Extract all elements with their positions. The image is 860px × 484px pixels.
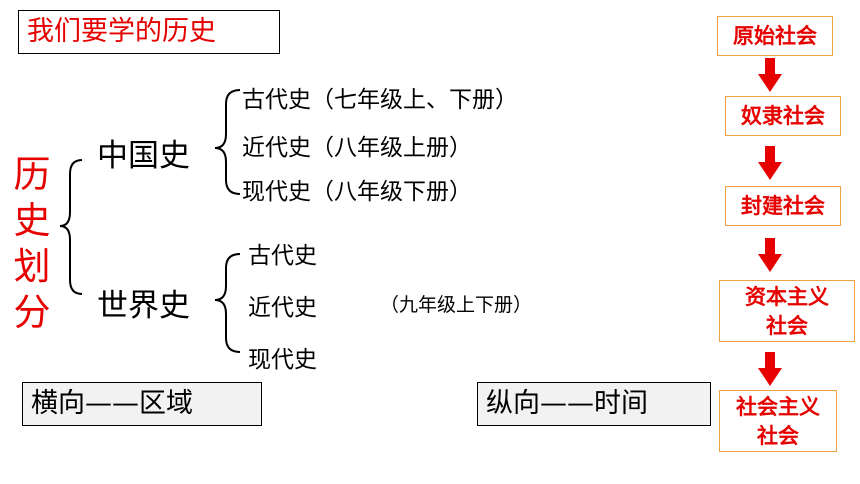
stage-label: 原始社会 [733, 24, 817, 48]
stage-socialist: 社会主义 社会 [719, 390, 837, 452]
world-item-modern: 近代史 [248, 295, 317, 321]
china-item-ancient: 古代史（七年级上、下册） [242, 87, 518, 113]
world-item-ancient: 古代史 [248, 243, 317, 269]
vertical-char: 历 [13, 153, 51, 196]
world-brace [214, 253, 241, 353]
stage-label: 奴隶社会 [741, 104, 825, 128]
down-arrow-icon [758, 352, 782, 386]
china-item-contemporary: 现代史（八年级下册） [242, 179, 472, 205]
down-arrow-icon [758, 146, 782, 180]
stage-arrows [758, 58, 782, 386]
stage-label: 封建社会 [741, 194, 825, 218]
vertical-char: 分 [13, 291, 51, 334]
category-china: 中国史 [97, 138, 190, 174]
china-item-modern: 近代史（八年级上册） [242, 135, 472, 161]
category-world: 世界史 [97, 288, 190, 324]
stage-label: 资本主义 [745, 285, 829, 309]
china-brace [214, 89, 241, 195]
stage-label: 社会 [766, 314, 808, 338]
down-arrow-icon [758, 58, 782, 92]
stage-feudal: 封建社会 [725, 186, 841, 226]
stage-label: 社会主义 [736, 395, 820, 419]
vertical-label: 历 史 划 分 [12, 152, 52, 336]
stage-capitalist: 资本主义 社会 [719, 280, 855, 342]
vertical-time-box: 纵向——时间 [477, 382, 711, 426]
vertical-char: 划 [13, 245, 51, 288]
stage-slavery: 奴隶社会 [725, 96, 841, 136]
vertical-char: 史 [13, 199, 51, 242]
stage-label: 社会 [757, 424, 799, 448]
page-title: 我们要学的历史 [18, 10, 280, 54]
horizontal-region-box: 横向——区域 [22, 382, 262, 426]
stage-primitive: 原始社会 [717, 16, 833, 56]
world-item-contemporary: 现代史 [248, 347, 317, 373]
main-brace [59, 159, 83, 295]
world-grade-note: （九年级上下册） [380, 294, 533, 316]
down-arrow-icon [758, 238, 782, 272]
